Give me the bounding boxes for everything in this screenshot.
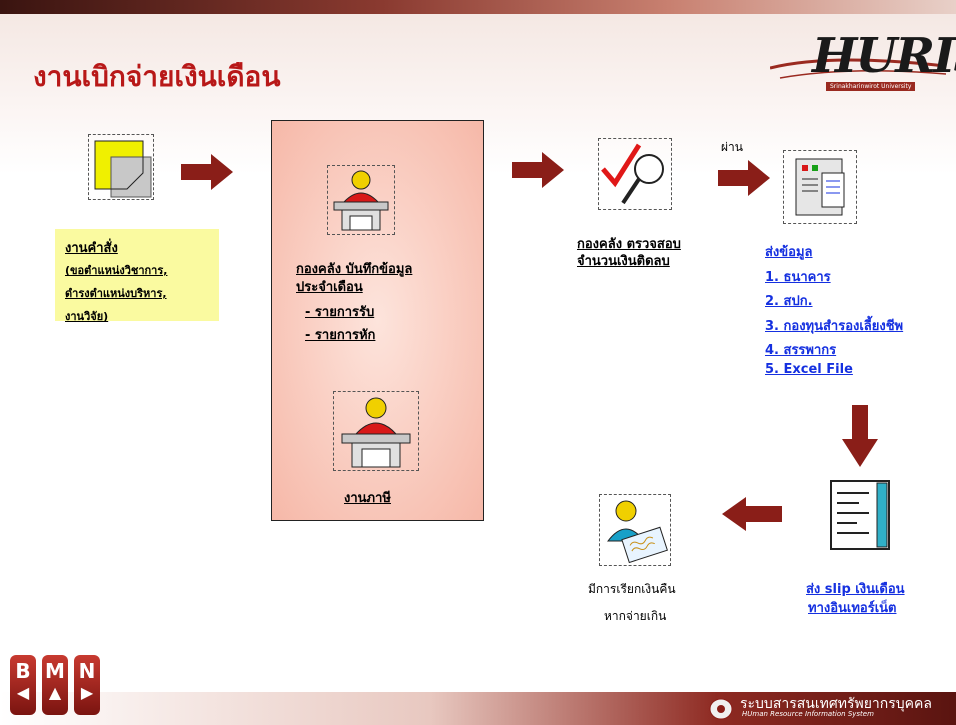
send-slip-link-line2[interactable]: ทางอินเทอร์เน็ต (808, 601, 897, 616)
slide-title: งานเบิกจ่ายเงินเดือน (33, 60, 281, 93)
excel-file-link[interactable]: 5. Excel File (765, 362, 853, 377)
bank-link[interactable]: 1. ธนาคาร (765, 270, 831, 285)
refund-icon-frame (599, 494, 671, 566)
record-title-line1: กองคลัง บันทึกข้อมูล (296, 262, 413, 277)
income-item: - รายการรับ (305, 305, 375, 320)
provident-fund-link[interactable]: 3. กองทุนสำรองเลี้ยงชีพ (765, 319, 904, 334)
arrow-right-icon (512, 152, 564, 188)
arrow-down-icon (842, 405, 878, 467)
deduction-item: - รายการหัก (305, 328, 376, 343)
note-line: งานคำสั่ง (65, 241, 118, 256)
send-data-link[interactable]: ส่งข้อมูล (765, 245, 813, 260)
document-report-icon (795, 158, 845, 216)
next-letter: N (78, 659, 96, 683)
arrow-right-icon (181, 154, 233, 190)
tax-staff-icon-frame (333, 391, 419, 471)
footer-system-name: ระบบสารสนเทศทรัพยากรบุคคล (740, 696, 932, 712)
revenue-department-link[interactable]: 4. สรรพากร (765, 343, 837, 358)
send-slip-link-line1[interactable]: ส่ง slip เงินเดือน (806, 582, 905, 597)
verify-line1: กองคลัง ตรวจสอบ (577, 237, 681, 252)
person-with-letter-icon (606, 500, 668, 564)
person-at-desk-icon (333, 170, 389, 231)
arrow-left-icon (722, 497, 782, 531)
menu-letter: M (45, 659, 65, 683)
menu-button[interactable]: M ▲ (42, 655, 68, 715)
back-letter: B (15, 659, 31, 683)
bottom-banner (0, 692, 956, 725)
logo-subtitle: Srinakharinwirot University (826, 82, 916, 91)
arrow-right-icon (718, 160, 770, 196)
magnifier-check-icon (601, 143, 664, 205)
bmn-navigation: B ◀ M ▲ N ▶ (10, 655, 120, 719)
document-icon-frame (783, 150, 857, 224)
refund-line2: หากจ่ายเกิน (604, 609, 667, 623)
sticky-note-icon (94, 140, 152, 198)
web-document-icon (830, 480, 890, 550)
university-emblem-icon (709, 698, 733, 720)
verify-line2: จำนวนเงินติดลบ (577, 254, 670, 269)
record-title-line2: ประจำเดือน (296, 280, 363, 295)
order-icon-frame (88, 134, 154, 200)
note-line: ดำรงตำแหน่งบริหาร, (65, 287, 167, 300)
pass-label: ผ่าน (721, 140, 743, 154)
order-note: งานคำสั่ง (ขอตำแหน่งวิชาการ, ดำรงตำแหน่ง… (55, 229, 219, 323)
refund-line1: มีการเรียกเงินคืน (588, 582, 676, 596)
home-arrow-icon: ▲ (48, 683, 62, 702)
social-security-link[interactable]: 2. สปก. (765, 294, 813, 309)
next-button[interactable]: N ▶ (74, 655, 100, 715)
staff-icon-frame (327, 165, 395, 235)
footer-system-subtitle: HUman Resource Information System (742, 710, 874, 718)
next-arrow-icon: ▶ (80, 683, 94, 702)
back-arrow-icon: ◀ (16, 683, 30, 702)
tax-label: งานภาษี (344, 491, 391, 506)
huris-logo-swoosh (770, 58, 947, 79)
verify-icon-frame (598, 138, 672, 210)
note-line: (ขอตำแหน่งวิชาการ, (65, 264, 168, 277)
note-line: งานวิจัย) (65, 310, 109, 323)
person-at-desk-icon (341, 397, 411, 468)
top-banner (0, 0, 956, 14)
back-button[interactable]: B ◀ (10, 655, 36, 715)
